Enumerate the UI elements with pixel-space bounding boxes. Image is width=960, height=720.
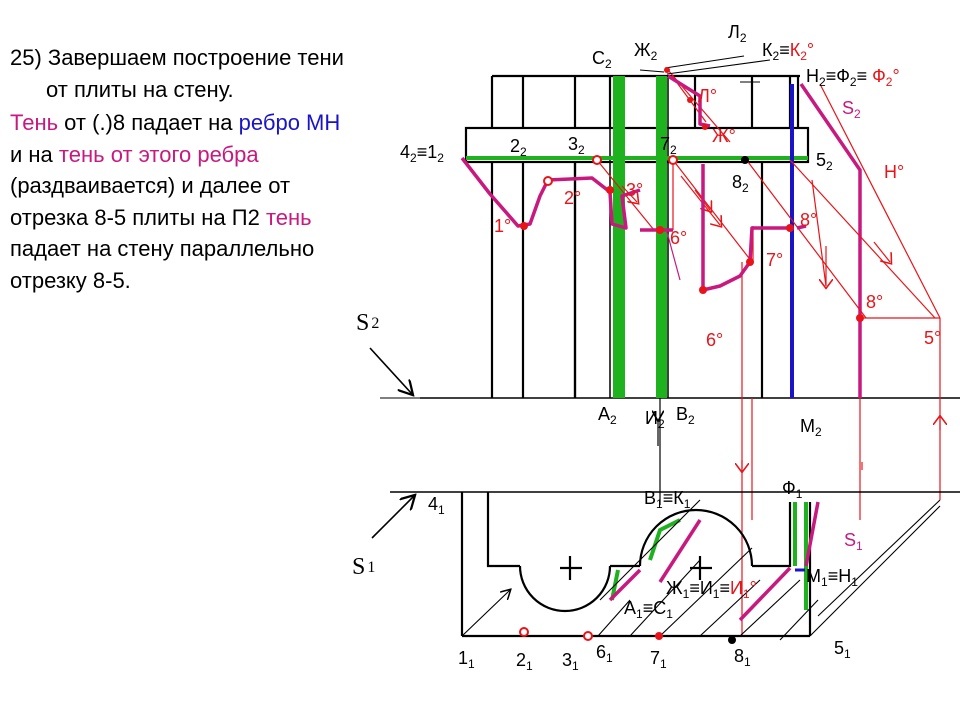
svg-text:32: 32 <box>568 134 585 157</box>
svg-text:А1≡С1: А1≡С1 <box>624 598 673 621</box>
plan-view-structure <box>390 491 960 638</box>
black-rays-front <box>639 55 771 83</box>
svg-text:В1≡К1: В1≡К1 <box>644 488 691 511</box>
svg-text:52: 52 <box>816 150 833 173</box>
svg-text:8°: 8° <box>866 292 883 312</box>
svg-text:А2: А2 <box>598 404 617 427</box>
svg-text:Ж°: Ж° <box>712 126 736 146</box>
step-title: 25) Завершаем построение тени от плиты н… <box>10 45 344 102</box>
svg-text:Н°: Н° <box>884 162 904 182</box>
svg-text:6°: 6° <box>706 330 723 350</box>
svg-text:И2: И2 <box>645 408 665 431</box>
front-labels: Л2 С2 Ж2 К2≡К2° Н2≡Ф2≡ Ф2° Л° Ж° S2 Н° 4… <box>400 22 941 439</box>
svg-text:6°: 6° <box>670 228 687 248</box>
svg-text:Ж2: Ж2 <box>634 40 658 63</box>
svg-text:2°: 2° <box>564 188 581 208</box>
plane-s1-arrow <box>371 496 414 539</box>
svg-text:Н2≡Ф2≡ Ф2°: Н2≡Ф2≡ Ф2° <box>806 66 900 89</box>
plane-s2-arrow <box>369 347 412 394</box>
slab-edge-front <box>799 83 862 318</box>
svg-text:51: 51 <box>834 638 851 661</box>
svg-text:21: 21 <box>516 650 533 673</box>
explanation-text: 25) Завершаем построение тени от плиты н… <box>10 42 350 296</box>
svg-text:22: 22 <box>510 136 527 159</box>
svg-text:72: 72 <box>660 134 677 157</box>
light-rays-plan <box>461 499 941 641</box>
svg-text:61: 61 <box>596 642 613 665</box>
svg-text:42≡12: 42≡12 <box>400 142 444 165</box>
svg-text:8°: 8° <box>800 210 817 230</box>
svg-text:82: 82 <box>732 172 749 195</box>
text-shadow-word: Тень <box>10 110 59 135</box>
svg-text:31: 31 <box>562 650 579 673</box>
shadow-contour-plan <box>608 501 820 622</box>
svg-text:М1≡Н1: М1≡Н1 <box>806 566 858 589</box>
svg-text:К2≡К2°: К2≡К2° <box>762 40 814 63</box>
svg-text:11: 11 <box>458 648 475 671</box>
svg-text:Л°: Л° <box>698 86 717 106</box>
svg-text:Л2: Л2 <box>728 22 747 45</box>
plan-labels: 41 В1≡К1 Ф1 S1 Ж1≡И1≡И1° М1≡Н1 А1≡С1 11 … <box>428 478 863 673</box>
svg-text:S1: S1 <box>844 530 863 553</box>
light-rays-front <box>596 69 941 319</box>
plan-points <box>519 627 736 644</box>
text-edge-mn: ребро МН <box>238 110 341 135</box>
svg-text:S2: S2 <box>842 98 861 121</box>
svg-text:Ф1: Ф1 <box>782 478 803 501</box>
svg-text:1°: 1° <box>494 216 511 236</box>
svg-text:7°: 7° <box>766 250 783 270</box>
svg-text:81: 81 <box>734 646 751 669</box>
svg-text:С2: С2 <box>592 48 612 71</box>
svg-text:71: 71 <box>650 648 667 671</box>
front-points <box>520 67 864 322</box>
text-shadow-word-2: тень <box>265 204 312 230</box>
green-columns-front <box>466 76 808 398</box>
svg-text:3°: 3° <box>626 180 643 200</box>
svg-text:41: 41 <box>428 494 445 517</box>
svg-text:М2: М2 <box>800 416 822 439</box>
svg-text:Ж1≡И1≡И1°: Ж1≡И1≡И1° <box>666 578 757 601</box>
text-edge-shadow: тень от этого ребра <box>58 141 259 167</box>
explanation-paragraph: Тень от (.)8 падает на ребро МН и на тен… <box>10 110 341 293</box>
svg-text:В2: В2 <box>676 404 695 427</box>
projection-lines <box>658 302 940 636</box>
svg-text:5°: 5° <box>924 328 941 348</box>
